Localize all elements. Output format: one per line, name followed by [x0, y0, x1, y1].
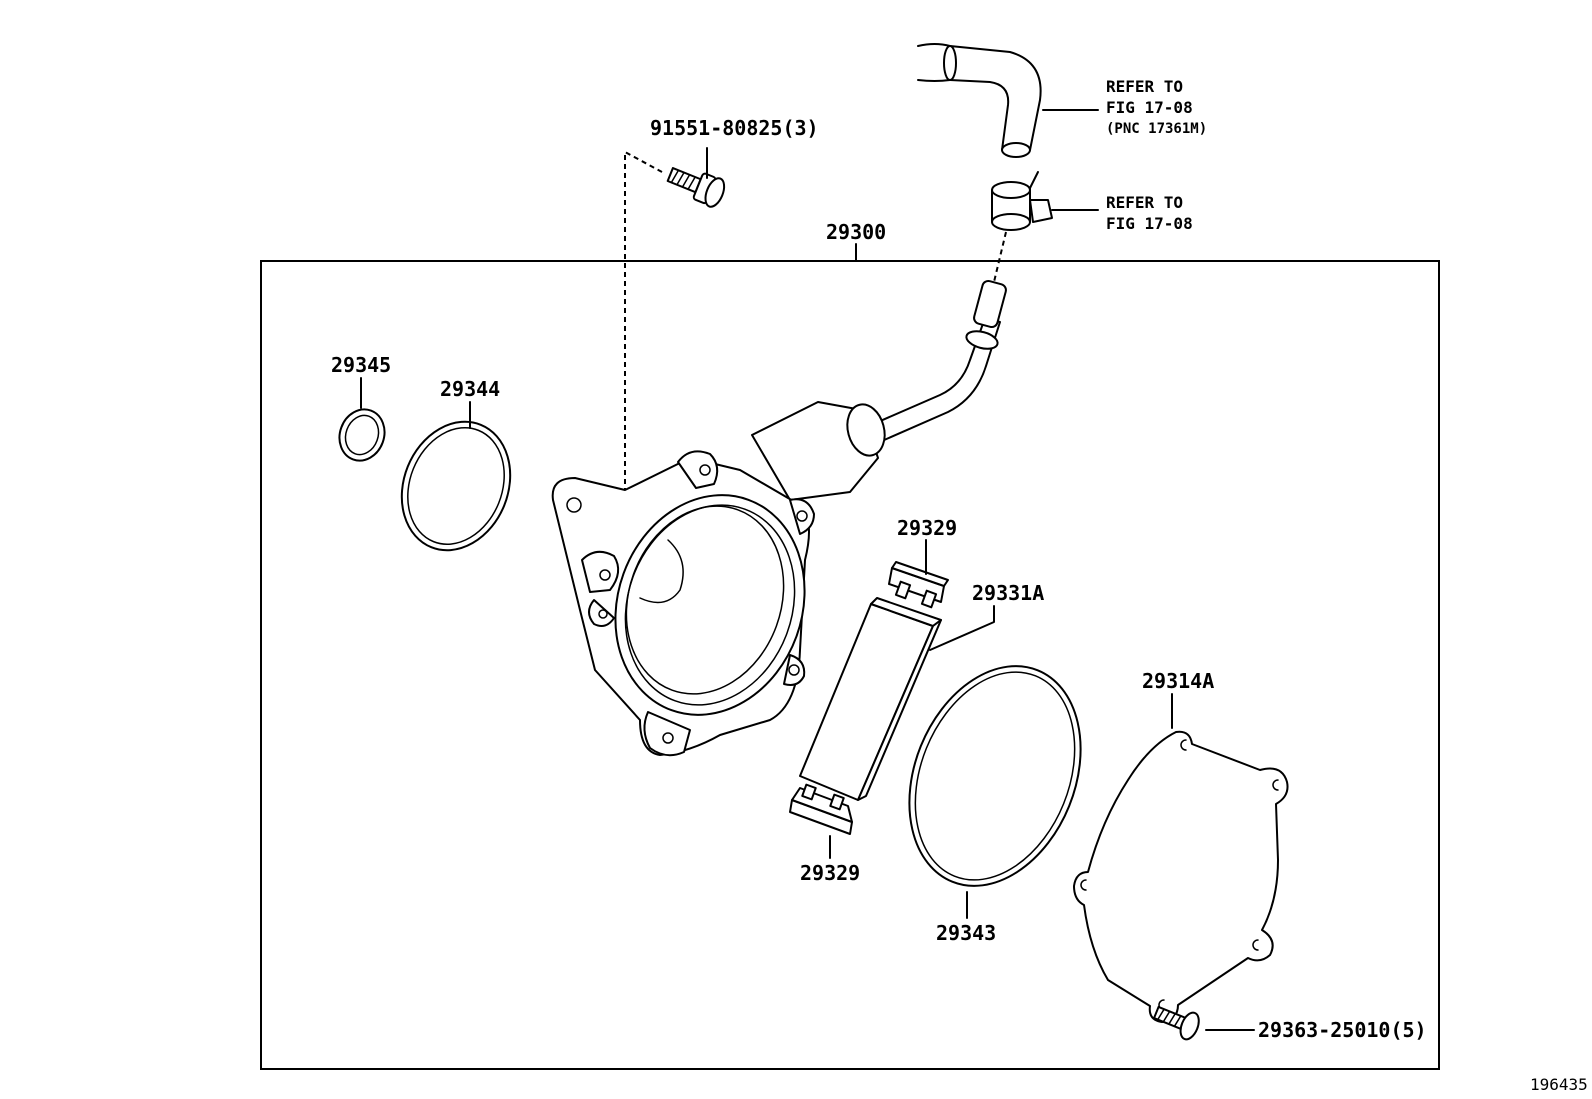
vane-leader — [929, 605, 995, 651]
vane-cap-top[interactable] — [888, 561, 949, 609]
callout-o-ring-small: 29345 — [331, 353, 391, 377]
o-ring-medium[interactable] — [383, 405, 529, 566]
rotor-vane[interactable] — [799, 597, 942, 801]
vacuum-hose[interactable] — [917, 43, 1042, 158]
o-ring-small[interactable] — [332, 403, 391, 467]
assembly-frame — [260, 260, 1440, 1070]
callout-cap-bottom: 29329 — [800, 861, 860, 885]
hose-clamp[interactable] — [991, 171, 1053, 231]
flange-bolt[interactable] — [665, 161, 728, 210]
hose-refer-line1: REFER TO — [1106, 77, 1183, 96]
hose-refer-line3: (PNC 17361M) — [1106, 121, 1207, 137]
o-ring-large[interactable] — [878, 640, 1112, 911]
callout-cap-top: 29329 — [897, 516, 957, 540]
hose-refer-line2: FIG 17-08 — [1106, 98, 1193, 117]
pump-housing[interactable] — [551, 279, 1008, 757]
vane-cap-bottom[interactable] — [789, 783, 853, 835]
callout-screw: 29363-25010(5) — [1258, 1018, 1427, 1042]
cover-screw[interactable] — [1151, 1000, 1202, 1042]
callout-vane: 29331A — [972, 581, 1044, 605]
clamp-dashed-guide — [993, 231, 1007, 283]
callout-assembly: 29300 — [826, 220, 886, 244]
callout-o-ring-medium: 29344 — [440, 377, 500, 401]
callout-o-ring-large: 29343 — [936, 921, 996, 945]
pump-cover[interactable] — [1073, 730, 1289, 1023]
callout-cover: 29314A — [1142, 669, 1214, 693]
illustration-number: 196435 — [1530, 1075, 1588, 1094]
clamp-refer-line2: FIG 17-08 — [1106, 214, 1193, 233]
clamp-refer-line1: REFER TO — [1106, 193, 1183, 212]
callout-bolt: 91551-80825(3) — [650, 116, 819, 140]
bolt-dashed-guide — [624, 150, 663, 535]
